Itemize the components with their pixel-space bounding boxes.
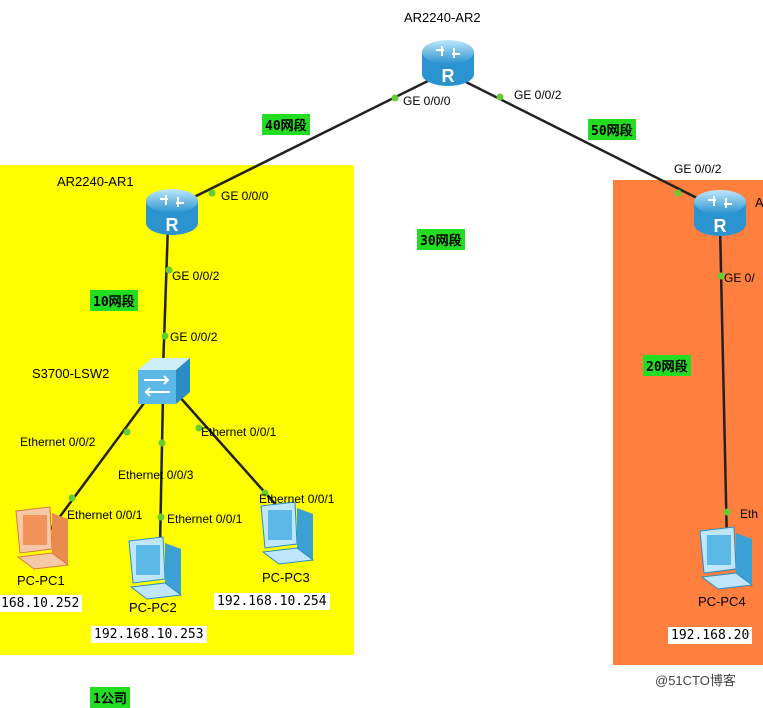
port-dot: [261, 489, 269, 497]
port-label: Ethernet 0/0/3: [118, 468, 194, 482]
port-dot: [723, 508, 731, 516]
ip-label-pc1: 168.10.252: [0, 595, 83, 612]
port-dot: [161, 332, 169, 340]
port-label: Eth: [740, 507, 759, 521]
port-dot: [165, 266, 173, 274]
segment-label-10: 10网段: [90, 290, 138, 311]
port-label: Ethernet 0/0/1: [201, 425, 277, 439]
port-label: GE 0/0/2: [514, 88, 562, 102]
port-dot: [123, 428, 131, 436]
device-name-pc4: PC-PC4: [698, 594, 746, 609]
ip-label-pc4: 192.168.20: [668, 627, 753, 644]
svg-text:R: R: [166, 215, 179, 235]
port-dot: [208, 189, 216, 197]
ip-label-pc3: 192.168.10.254: [214, 593, 330, 610]
pc-icon[interactable]: [12, 505, 82, 573]
port-label: Ethernet 0/0/1: [259, 492, 335, 506]
ip-label-pc2: 192.168.10.253: [91, 626, 207, 643]
link-lsw2-pc1: [48, 394, 152, 531]
port-label: Ethernet 0/0/1: [167, 512, 243, 526]
port-dot: [717, 272, 725, 280]
port-dot: [157, 513, 165, 521]
device-name-pc1: PC-PC1: [17, 573, 65, 588]
port-dot: [674, 189, 682, 197]
pc-icon[interactable]: [125, 535, 195, 603]
link-ar1-lsw2: [161, 224, 170, 371]
device-name-ar3: A: [755, 195, 763, 210]
port-label: GE 0/0/2: [172, 269, 220, 283]
port-label: GE 0/0/0: [221, 189, 269, 203]
device-name-lsw2: S3700-LSW2: [32, 366, 110, 381]
device-name-ar2: AR2240-AR2: [404, 10, 481, 25]
watermark: @51CTO博客: [655, 673, 736, 688]
switch-icon[interactable]: [134, 356, 192, 408]
router-icon[interactable]: R: [418, 36, 478, 92]
pc-icon[interactable]: [257, 500, 327, 568]
svg-text:R: R: [442, 66, 455, 86]
device-name-pc3: PC-PC3: [262, 570, 310, 585]
port-label: GE 0/0/2: [170, 330, 218, 344]
router-icon[interactable]: R: [142, 185, 202, 241]
segment-label-50: 50网段: [588, 119, 636, 140]
port-label: Ethernet 0/0/2: [20, 435, 96, 449]
port-label: GE 0/0/0: [403, 94, 451, 108]
port-label: Ethernet 0/0/1: [67, 508, 143, 522]
pc-icon[interactable]: [696, 525, 763, 593]
link-ar2-ar3: [445, 70, 718, 210]
link-ar1-ar2: [171, 70, 447, 210]
segment-label-40: 40网段: [262, 114, 310, 135]
port-dot: [68, 494, 76, 502]
segment-label-company: 1公司: [90, 687, 130, 708]
port-dot: [158, 439, 166, 447]
device-name-pc2: PC-PC2: [129, 600, 177, 615]
port-label: GE 0/0/2: [674, 162, 722, 176]
port-dot: [195, 424, 203, 432]
router-icon[interactable]: R: [690, 186, 750, 242]
device-name-ar1: AR2240-AR1: [57, 174, 134, 189]
port-dot: [496, 93, 504, 101]
segment-label-20: 20网段: [643, 355, 691, 376]
port-dot: [391, 94, 399, 102]
port-label: GE 0/: [724, 271, 755, 285]
segment-label-30: 30网段: [417, 229, 465, 250]
svg-text:R: R: [714, 216, 727, 236]
